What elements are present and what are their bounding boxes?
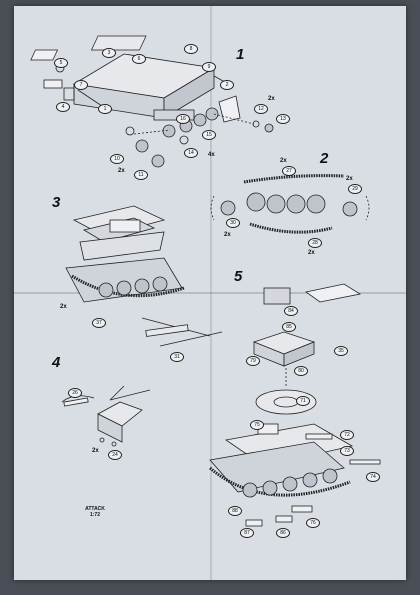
part-callout: 6 (132, 54, 146, 64)
qty-label: 2x (308, 250, 315, 256)
part-callout: 76 (306, 518, 320, 528)
part-callout: 28 (308, 238, 322, 248)
part-callout: 73 (340, 446, 354, 456)
qty-label: 2x (346, 176, 353, 182)
step5-superstructure-drawing (252, 283, 362, 415)
qty-label: 4x (208, 152, 215, 158)
brand-logo: ATTACK 1:72 (85, 506, 105, 518)
part-callout: 4 (56, 102, 70, 112)
part-callout: 71 (296, 396, 310, 406)
part-callout: 86 (276, 528, 290, 538)
part-callout: 84 (284, 306, 298, 316)
part-callout: 3 (102, 48, 116, 58)
step1-suspension-drawing (125, 107, 274, 168)
step-number-1: 1 (236, 46, 245, 63)
part-callout: 75 (250, 420, 264, 430)
step-number-5: 5 (234, 268, 243, 285)
part-callout: 26 (68, 388, 82, 398)
fold-line-vertical (210, 6, 212, 580)
step-number-2: 2 (320, 150, 329, 167)
part-callout: 16 (176, 114, 190, 124)
part-callout: 5 (54, 58, 68, 68)
step2-tracks-drawing (210, 174, 370, 234)
part-callout: 1 (98, 104, 112, 114)
qty-label: 2x (280, 158, 287, 164)
final-assembly-drawing (209, 423, 381, 527)
part-callout: 74 (366, 472, 380, 482)
part-callout: 12 (254, 104, 268, 114)
part-callout: 88 (228, 506, 242, 516)
part-callout: 27 (282, 166, 296, 176)
part-callout: 15 (202, 130, 216, 140)
part-callout: 7 (74, 80, 88, 90)
qty-label: 2x (118, 168, 125, 174)
qty-label: 2x (268, 96, 275, 102)
part-callout: 9 (202, 62, 216, 72)
part-callout: 37 (92, 318, 106, 328)
part-callout: 30 (226, 218, 240, 228)
step3-hull-drawing (65, 205, 223, 347)
instruction-sheet: 1 2 3 4 5 2x 2x 8x 4x 2x 2x 2x 2x 2x 2x … (14, 6, 406, 580)
fold-line-horizontal (14, 292, 406, 294)
part-callout: 14 (184, 148, 198, 158)
part-callout: 85 (282, 322, 296, 332)
step1-hull-drawing (30, 35, 241, 123)
part-callout: 13 (276, 114, 290, 124)
part-callout: 10 (110, 154, 124, 164)
part-callout: 79 (246, 356, 260, 366)
part-callout: 72 (340, 430, 354, 440)
part-callout: 35 (334, 346, 348, 356)
part-callout: 31 (170, 352, 184, 362)
step-number-4: 4 (52, 354, 61, 371)
part-callout: 24 (108, 450, 122, 460)
part-callout: 80 (294, 366, 308, 376)
assembly-drawings (30, 35, 381, 527)
part-callout: 11 (134, 170, 148, 180)
qty-label: 2x (92, 448, 99, 454)
part-callout: 2 (220, 80, 234, 90)
step4-turret-drawing (61, 385, 151, 447)
qty-label: 2x (224, 232, 231, 238)
step-number-3: 3 (52, 194, 61, 211)
part-callout: 87 (240, 528, 254, 538)
part-callout: 29 (348, 184, 362, 194)
part-callout: 8 (184, 44, 198, 54)
qty-label: 2x (60, 304, 67, 310)
